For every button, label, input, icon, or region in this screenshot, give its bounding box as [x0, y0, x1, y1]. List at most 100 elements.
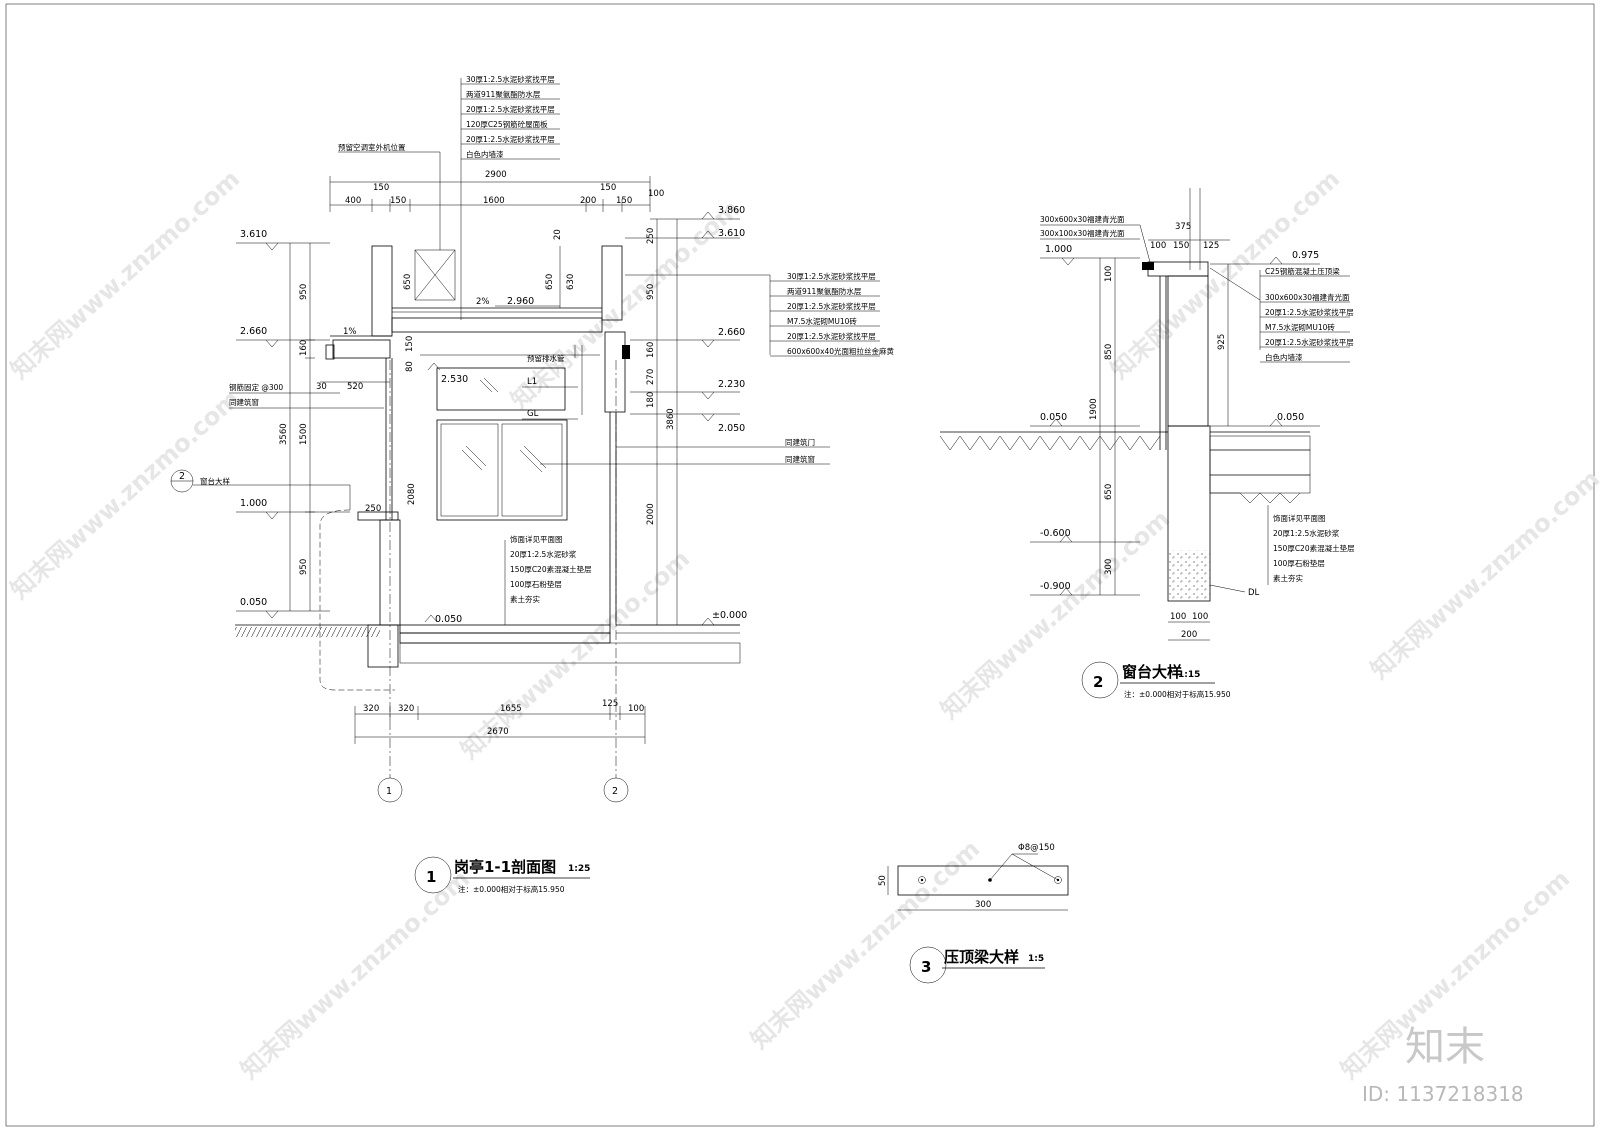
sill-title: 窗台大样 [1122, 663, 1182, 681]
svg-text:两道911聚氨酯防水层: 两道911聚氨酯防水层 [466, 89, 541, 99]
left-elevations: 3.610 2.660 1.000 0.050 [236, 229, 350, 619]
svg-text:30厚1:2.5水泥砂浆找平层: 30厚1:2.5水泥砂浆找平层 [787, 271, 876, 281]
roof-slab [391, 317, 603, 333]
left-canopy [332, 339, 391, 359]
section-title-block: 1 岗亭1-1剖面图 1:25 注：±0.000相对于标高15.950 [414, 856, 590, 894]
svg-text:100: 100 [1170, 612, 1186, 622]
sill-floor-layer-notes: 饰面详见平面图 20厚1:2.5水泥砂浆 150厚C20素混凝土垫层 100厚石… [1267, 505, 1355, 585]
id-watermark: ID: 1137218318 [1362, 1082, 1524, 1106]
svg-text:650: 650 [1104, 484, 1114, 500]
svg-text:160: 160 [299, 340, 309, 356]
svg-text:20厚1:2.5水泥砂浆找平层: 20厚1:2.5水泥砂浆找平层 [466, 104, 555, 114]
svg-text:100厚石粉垫层: 100厚石粉垫层 [1273, 558, 1325, 568]
svg-text:白色内墙漆: 白色内墙漆 [1265, 352, 1303, 362]
svg-text:3.610: 3.610 [240, 229, 267, 240]
svg-text:20厚1:2.5水泥砂浆找平层: 20厚1:2.5水泥砂浆找平层 [1265, 337, 1354, 347]
sill-title-block: 2 窗台大样 1:15 注：±0.000相对于标高15.950 [1081, 661, 1231, 699]
ac-unit-label: 预留空调室外机位置 [338, 142, 406, 152]
svg-text:150: 150 [405, 336, 415, 352]
svg-text:3860: 3860 [666, 408, 676, 430]
svg-text:20厚1:2.5水泥砂浆找平层: 20厚1:2.5水泥砂浆找平层 [787, 301, 876, 311]
svg-text:1500: 1500 [299, 423, 309, 445]
svg-text:20厚1:2.5水泥砂浆找平层: 20厚1:2.5水泥砂浆找平层 [1265, 307, 1354, 317]
svg-text:100厚石粉垫层: 100厚石粉垫层 [510, 579, 562, 589]
svg-text:300x600x30福建青光面: 300x600x30福建青光面 [1040, 214, 1125, 224]
svg-text:素土夯实: 素土夯实 [1273, 573, 1303, 583]
svg-text:-0.900: -0.900 [1040, 581, 1071, 592]
svg-text:2.050: 2.050 [718, 423, 745, 434]
svg-text:320: 320 [398, 704, 414, 714]
svg-text:20厚1:2.5水泥砂浆找平层: 20厚1:2.5水泥砂浆找平层 [787, 331, 876, 341]
svg-text:300x600x30福建青光面: 300x600x30福建青光面 [1265, 292, 1350, 302]
left-parapet [371, 245, 393, 337]
svg-text:2670: 2670 [487, 727, 509, 737]
svg-text:1: 1 [386, 786, 392, 797]
sill-note: 注：±0.000相对于标高15.950 [1124, 689, 1231, 699]
svg-text:250: 250 [646, 228, 656, 244]
ac-unit-box [414, 249, 456, 301]
svg-text:180: 180 [646, 392, 656, 408]
svg-text:1900: 1900 [1089, 398, 1099, 420]
svg-text:100: 100 [628, 704, 644, 714]
watermark-text: 知末网www.znzmo.com [235, 865, 475, 1085]
svg-text:160: 160 [646, 342, 656, 358]
svg-text:C25钢筋混凝土压顶梁: C25钢筋混凝土压顶梁 [1265, 266, 1340, 276]
svg-text:两道911聚氨酯防水层: 两道911聚氨酯防水层 [787, 286, 862, 296]
svg-text:1600: 1600 [483, 196, 505, 206]
svg-text:1:5: 1:5 [1028, 954, 1044, 964]
svg-text:-0.600: -0.600 [1040, 528, 1071, 539]
svg-text:3560: 3560 [279, 423, 289, 445]
svg-text:300: 300 [1104, 559, 1114, 575]
roof-layer-notes: 30厚1:2.5水泥砂浆找平层 两道911聚氨酯防水层 20厚1:2.5水泥砂浆… [461, 74, 560, 160]
svg-text:DL: DL [1248, 588, 1260, 598]
svg-text:320: 320 [363, 704, 379, 714]
svg-text:0.975: 0.975 [1292, 250, 1319, 261]
svg-text:20厚1:2.5水泥砂浆: 20厚1:2.5水泥砂浆 [510, 549, 577, 559]
svg-text:400: 400 [345, 196, 361, 206]
svg-text:375: 375 [1175, 222, 1191, 232]
window-sill-detail: 300x600x30福建青光面 300x100x30福建青光面 375 100 … [939, 188, 1355, 699]
svg-text:925: 925 [1217, 334, 1227, 350]
svg-text:3: 3 [921, 958, 931, 976]
svg-text:白色内墙漆: 白色内墙漆 [466, 149, 504, 159]
gl-label: GL [527, 409, 539, 419]
svg-text:2.660: 2.660 [718, 327, 745, 338]
drain-label: 预留排水管 [527, 353, 565, 363]
svg-text:1655: 1655 [500, 704, 522, 714]
svg-text:520: 520 [347, 382, 363, 392]
svg-text:30: 30 [316, 382, 327, 392]
svg-text:125: 125 [1203, 241, 1219, 251]
svg-text:100: 100 [1192, 612, 1208, 622]
right-wall-upper [604, 331, 626, 413]
svg-text:950: 950 [299, 559, 309, 575]
rebar-spec: Φ8@150 [1018, 843, 1055, 853]
svg-text:150: 150 [373, 183, 389, 193]
coping-beam-detail: Φ8@150 50 300 3 压顶梁大样 1:5 [878, 843, 1069, 984]
svg-text:2: 2 [612, 786, 618, 797]
svg-text:1: 1 [426, 868, 436, 886]
svg-text:2.230: 2.230 [718, 379, 745, 390]
svg-text:50: 50 [878, 875, 888, 886]
svg-text:120厚C25钢筋砼屋面板: 120厚C25钢筋砼屋面板 [466, 119, 548, 129]
svg-text:2.530: 2.530 [441, 374, 468, 385]
detail-ref-label: 窗台大样 [200, 476, 230, 486]
svg-text:300x100x30福建青光面: 300x100x30福建青光面 [1040, 228, 1125, 238]
svg-text:150: 150 [390, 196, 406, 206]
svg-text:20: 20 [553, 229, 563, 240]
svg-text:80: 80 [405, 361, 415, 372]
svg-text:200: 200 [580, 196, 596, 206]
svg-text:150厚C20素混凝土垫层: 150厚C20素混凝土垫层 [1273, 543, 1355, 553]
coping-title: 压顶梁大样 [944, 948, 1019, 966]
left-dimension-chain: 950 160 1500 950 3560 30 520 250 2080 [279, 243, 417, 611]
svg-text:2: 2 [1093, 673, 1103, 691]
svg-text:2080: 2080 [407, 483, 417, 505]
svg-text:0.050: 0.050 [1277, 412, 1304, 423]
svg-text:2.660: 2.660 [240, 326, 267, 337]
svg-text:饰面详见平面图: 饰面详见平面图 [510, 534, 563, 544]
svg-text:1:25: 1:25 [568, 864, 590, 874]
svg-text:630: 630 [566, 274, 576, 290]
svg-text:30厚1:2.5水泥砂浆找平层: 30厚1:2.5水泥砂浆找平层 [466, 74, 555, 84]
sill-elevations: 1.000 0.975 0.050 0.050 -0.600 -0.900 [1030, 244, 1320, 596]
watermark-text: 知末网www.znzmo.com [1365, 465, 1600, 685]
